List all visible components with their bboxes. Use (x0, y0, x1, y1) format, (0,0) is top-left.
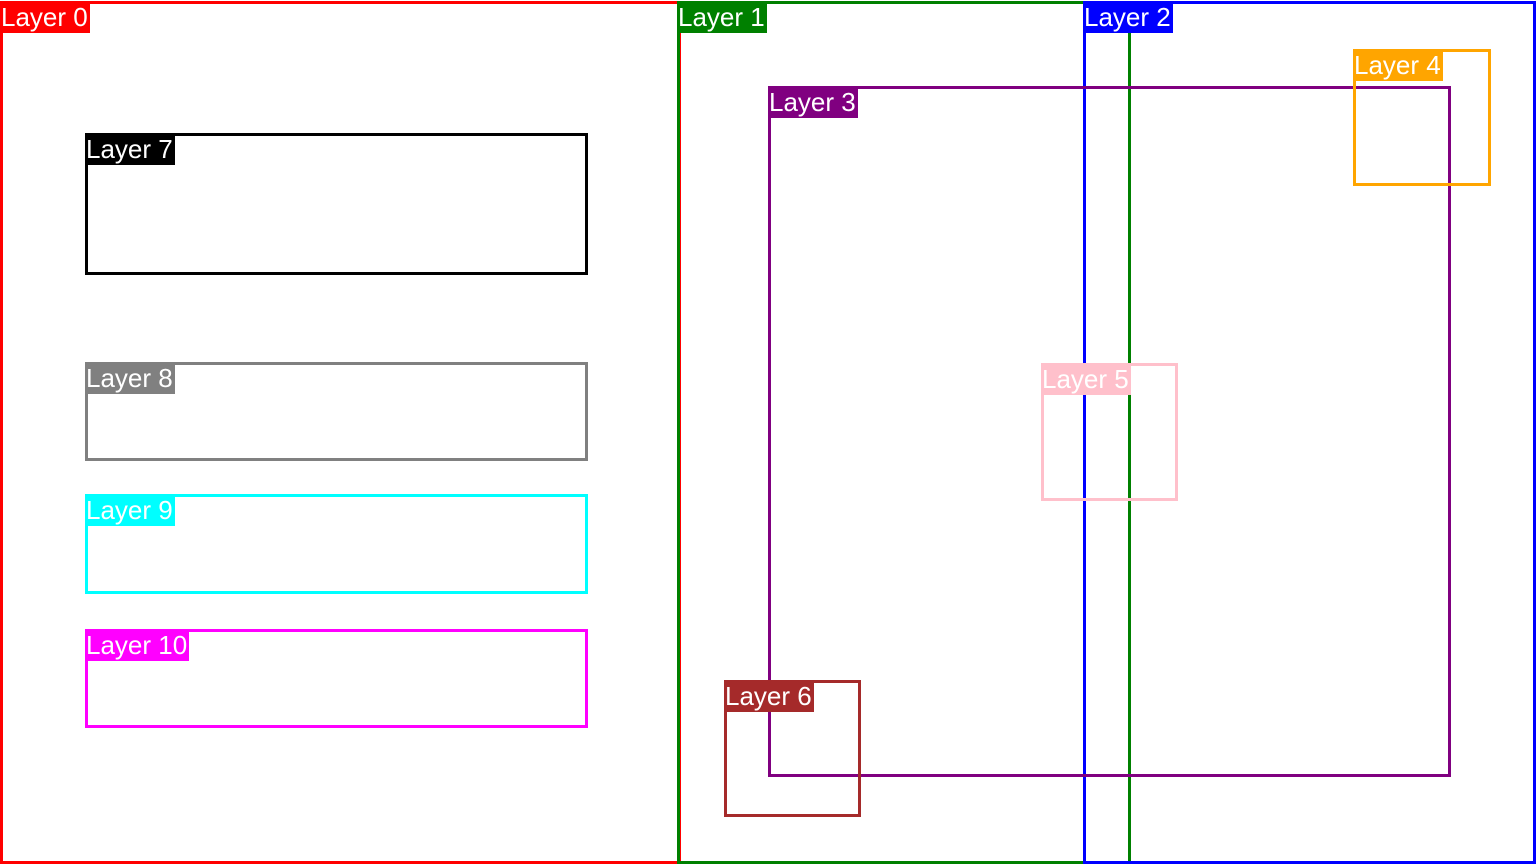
layer-1-label: Layer 1 (677, 1, 767, 33)
layer-9-box[interactable]: Layer 9 (85, 494, 588, 594)
layer-1-box[interactable]: Layer 1 (677, 1, 1131, 864)
layer-0-label: Layer 0 (0, 1, 90, 33)
layer-8-label: Layer 8 (85, 362, 175, 394)
layer-5-label: Layer 5 (1041, 363, 1131, 395)
layer-7-label: Layer 7 (85, 133, 175, 165)
layer-3-label: Layer 3 (768, 86, 858, 118)
layer-6-label: Layer 6 (724, 680, 814, 712)
layer-4-label: Layer 4 (1353, 49, 1443, 81)
layer-10-label: Layer 10 (85, 629, 190, 661)
layer-6-box[interactable]: Layer 6 (724, 680, 861, 817)
layer-2-box[interactable]: Layer 2 (1083, 1, 1536, 864)
layer-7-box[interactable]: Layer 7 (85, 133, 588, 275)
layer-10-box[interactable]: Layer 10 (85, 629, 588, 728)
layer-9-label: Layer 9 (85, 494, 175, 526)
layer-8-box[interactable]: Layer 8 (85, 362, 588, 461)
layer-3-box[interactable]: Layer 3 (768, 86, 1451, 777)
layer-5-box[interactable]: Layer 5 (1041, 363, 1178, 501)
layer-4-box[interactable]: Layer 4 (1353, 49, 1491, 186)
layer-2-label: Layer 2 (1083, 1, 1173, 33)
